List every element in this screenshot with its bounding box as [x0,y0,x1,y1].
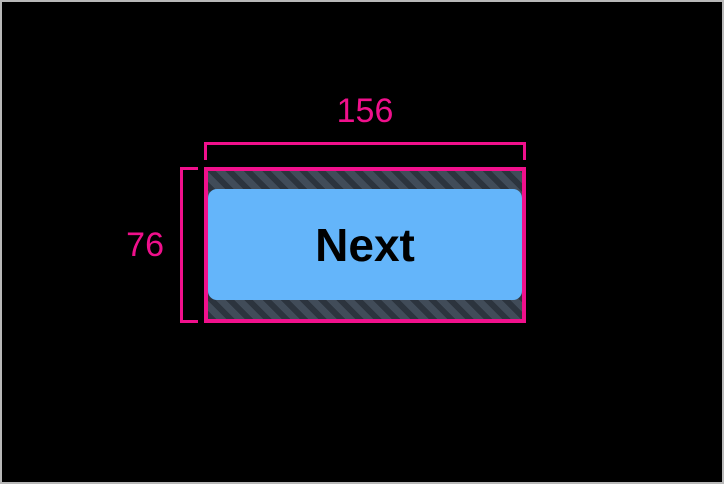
next-button[interactable]: Next [208,189,522,300]
height-dimension-label: 76 [126,226,164,264]
height-dimension-bracket [180,167,198,323]
width-dimension-label: 156 [336,92,394,130]
element-bounds-highlight: Next [204,167,526,323]
width-dimension-bracket [204,142,526,160]
next-button-label: Next [315,218,415,271]
